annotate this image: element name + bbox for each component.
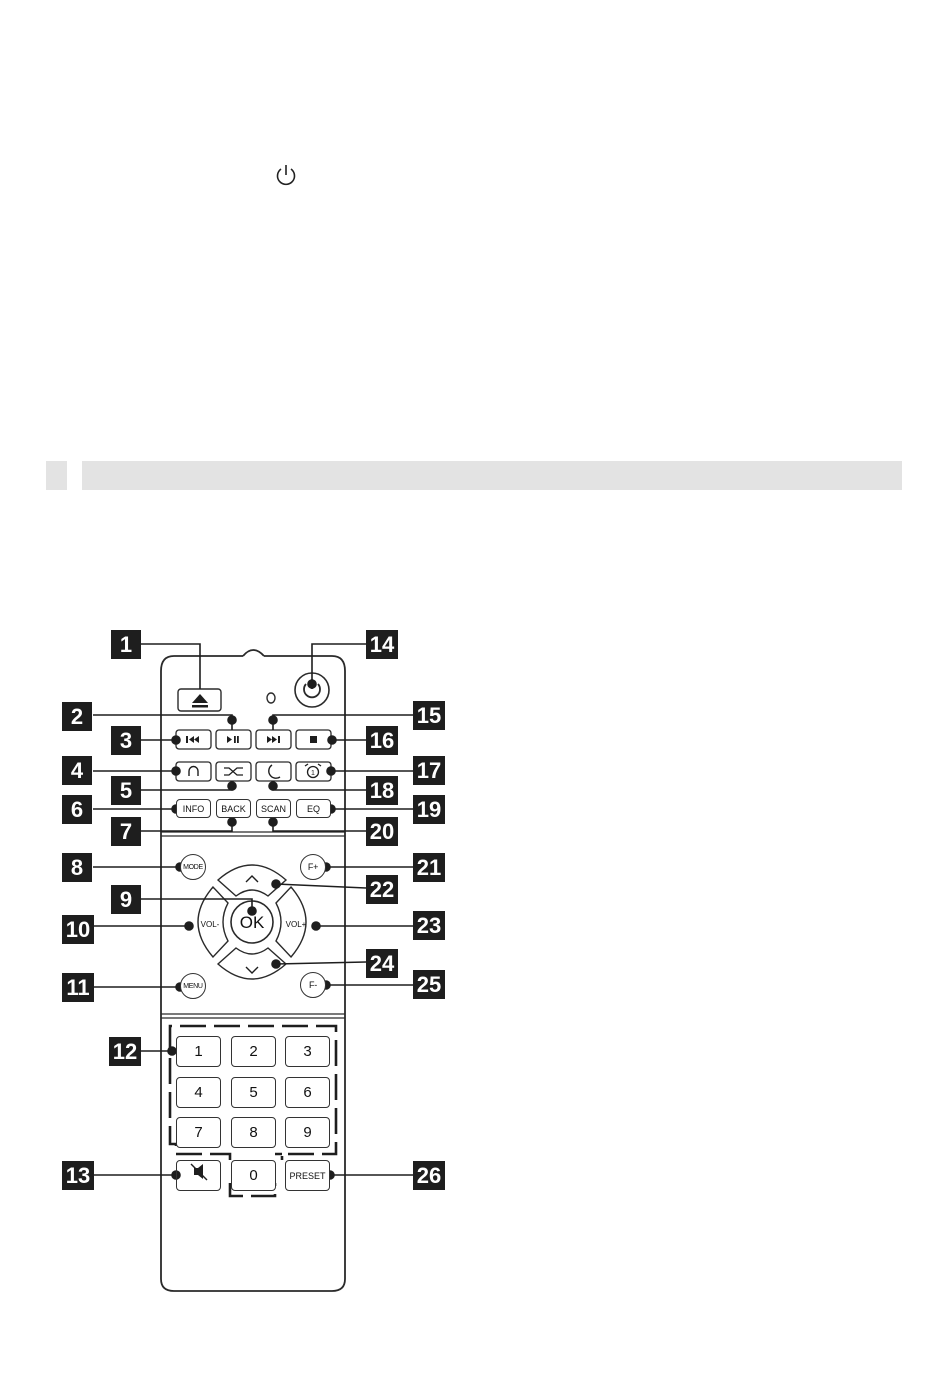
- volume-down-button[interactable]: VOL-: [195, 920, 225, 929]
- scan-button[interactable]: SCAN: [256, 799, 291, 818]
- callout-11: 11: [62, 973, 94, 1002]
- callout-4: 4: [62, 756, 92, 785]
- callout-10: 10: [62, 915, 94, 944]
- callout-18: 18: [366, 776, 398, 805]
- number-button-5[interactable]: 5: [231, 1077, 276, 1108]
- callout-21: 21: [413, 853, 445, 882]
- mode-button[interactable]: MODE: [180, 854, 206, 880]
- callout-16: 16: [366, 726, 398, 755]
- callout-3: 3: [111, 726, 141, 755]
- number-button-2[interactable]: 2: [231, 1036, 276, 1067]
- callout-20: 20: [366, 817, 398, 846]
- callout-24: 24: [366, 949, 398, 978]
- callout-8: 8: [62, 853, 92, 882]
- f-minus-button[interactable]: F-: [300, 972, 326, 998]
- callout-19: 19: [413, 795, 445, 824]
- ok-button[interactable]: OK: [236, 912, 268, 934]
- number-button-4[interactable]: 4: [176, 1077, 221, 1108]
- callout-12: 12: [109, 1037, 141, 1066]
- callout-26: 26: [413, 1161, 445, 1190]
- number-button-3[interactable]: 3: [285, 1036, 330, 1067]
- callout-14: 14: [366, 630, 398, 659]
- callout-17: 17: [413, 756, 445, 785]
- number-button-6[interactable]: 6: [285, 1077, 330, 1108]
- number-button-8[interactable]: 8: [231, 1117, 276, 1148]
- f-plus-button[interactable]: F+: [300, 854, 326, 880]
- number-button-1[interactable]: 1: [176, 1036, 221, 1067]
- menu-button[interactable]: MENU: [180, 973, 206, 999]
- eq-button[interactable]: EQ: [296, 799, 331, 818]
- callout-15: 15: [413, 701, 445, 730]
- preset-button[interactable]: PRESET: [285, 1160, 330, 1191]
- callout-7: 7: [111, 817, 141, 846]
- callout-13: 13: [62, 1161, 94, 1190]
- back-button[interactable]: BACK: [216, 799, 251, 818]
- callout-22: 22: [366, 875, 398, 904]
- volume-up-button[interactable]: VOL+: [281, 920, 311, 929]
- number-button-0[interactable]: 0: [231, 1160, 276, 1191]
- callout-5: 5: [111, 776, 141, 805]
- callout-25: 25: [413, 970, 445, 999]
- callout-2: 2: [62, 702, 92, 731]
- mute-button[interactable]: [176, 1160, 221, 1191]
- callout-1: 1: [111, 630, 141, 659]
- callout-23: 23: [413, 911, 445, 940]
- callout-6: 6: [62, 795, 92, 824]
- number-button-7[interactable]: 7: [176, 1117, 221, 1148]
- svg-text:1: 1: [311, 770, 315, 777]
- number-button-9[interactable]: 9: [285, 1117, 330, 1148]
- info-button[interactable]: INFO: [176, 799, 211, 818]
- callout-9: 9: [111, 885, 141, 914]
